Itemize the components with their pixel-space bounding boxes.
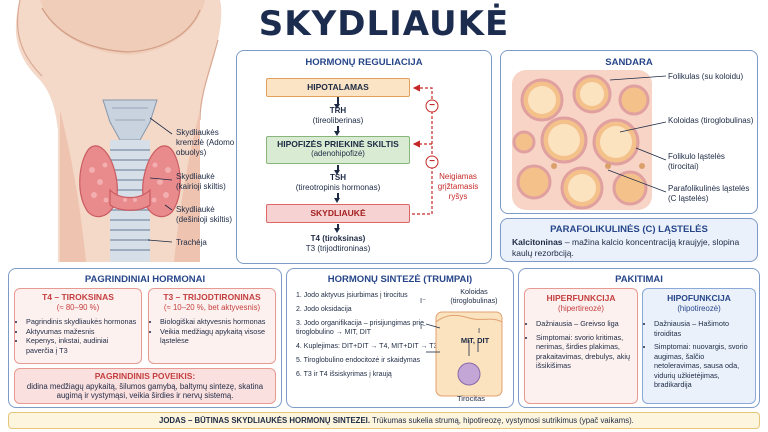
hypo-bullet: Simptomai: nuovargis, svorio augimas, ša… (654, 342, 751, 389)
hyper-title: HIPERFUNKCIJA (546, 293, 616, 303)
label-left-lobe: Skydliaukė (kairioji skiltis) (176, 172, 226, 191)
t4-bullet: Kepenys, inkstai, audiniai paverčia į T3 (26, 336, 137, 355)
hypo-title: HIPOFUNKCIJA (667, 293, 731, 303)
t3-bullet: Biologiškai aktyvesnis hormonas (160, 317, 271, 326)
minus-sign-1: − (429, 100, 435, 111)
synthesis-title: HORMONŲ SINTEZĖ (TRUMPAI) (327, 274, 473, 285)
effect-text: didina medžiagų apykaitą, šilumos gamybą… (26, 381, 264, 401)
t4-label: T4 (tiroksinas) (310, 234, 366, 243)
t4-bullet: Pagrindinis skydliaukės hormonas (26, 317, 137, 326)
structure-title: SANDARA (605, 57, 653, 68)
thyrocyte-label: Tirocitas (456, 394, 486, 403)
synthesis-step: 1. Jodo aktyvus įsiurbimas į tirocitus (296, 292, 408, 299)
hypo-bullet: Dažniausia – Hašimoto tiroiditas (654, 319, 751, 338)
parafollicular-panel (500, 218, 758, 262)
minus-sign-2: − (429, 156, 435, 167)
tsh-name: (tireotropinis hormonas) (295, 183, 381, 192)
effect-title: PAGRINDINIS POVEIKIS: (94, 371, 196, 381)
arrow (334, 126, 340, 136)
structure-leaders (607, 75, 667, 193)
label-right-lobe: Skydliaukė (dešinioji skiltis) (176, 205, 233, 224)
arrow (334, 97, 340, 109)
parafollicular-text: Kalcitoninas – mažina kalcio koncentraci… (512, 237, 752, 258)
t4-bullets: Pagrindinis skydliaukės hormonas Aktyvum… (15, 317, 141, 355)
t3-card: T3 – TRIJODTIRONINAS (≈ 10–20 %, bet akt… (148, 288, 276, 364)
feedback-loop (412, 84, 439, 215)
iodide-label-2: I⁻ (420, 322, 427, 331)
t4-title: T4 – TIROKSINAS (42, 292, 114, 302)
tsh-label: TSH (330, 173, 346, 182)
calcitonin-desc: – mažina kalcio koncentraciją kraujyje, … (512, 237, 740, 258)
page-title: SKYDLIAUKĖ (258, 4, 510, 44)
iodine-label: I (478, 326, 481, 335)
t3-bullets: Biologiškai aktyvesnis hormonas Veikia m… (149, 317, 275, 345)
t3-subtitle: (≈ 10–20 %, bet aktyvesnis) (163, 302, 261, 312)
thyrocyte-illustration (426, 311, 503, 397)
label-follicle-cells: Folikulo ląstelės (tirocitai) (668, 152, 725, 171)
label-parafollicular: Parafolikulinės ląstelės (C ląstelės) (668, 184, 750, 203)
hormones-title: PAGRINDINIAI HORMONAI (84, 274, 206, 285)
hyper-bullet: Dažniausia – Greivso liga (536, 319, 633, 328)
t3-label: T3 (trijodtironinas) (305, 244, 371, 253)
synthesis-step: 5. Tiroglobulino endocitozė ir skaidymas (296, 356, 421, 364)
synthesis-steps: 1. Jodo aktyvus įsiurbimas į tirocitus 2… (296, 292, 446, 385)
arrow (334, 224, 340, 233)
pituitary-box: HIPOFIZĖS PRIEKINĖ SKILTIS (adenohipofiz… (266, 136, 410, 164)
footer-text: Trūkumas sukelia strumą, hipotireozę, vy… (369, 416, 634, 425)
arrow (334, 165, 340, 175)
trh-label: TRH (329, 106, 347, 115)
hypothalamus-box: HIPOTALAMAS (266, 78, 410, 97)
t3-title: T3 – TRIJODTIRONINAS (163, 292, 261, 302)
colloid-label: Koloidas (tiroglobulinas) (450, 287, 498, 305)
thyroid-box: SKYDLIAUKĖ (266, 204, 410, 223)
mit-dit-label: MIT, DIT (460, 336, 490, 345)
synthesis-step: 6. T3 ir T4 išsiskyrimas į kraują (296, 370, 392, 378)
label-colloid: Koloidas (tiroglobulinas) (668, 116, 754, 125)
effect-card: PAGRINDINIS POVEIKIS: didina medžiagų ap… (14, 368, 276, 404)
hypo-bullets: Dažniausia – Hašimoto tiroiditas Simptom… (643, 319, 755, 389)
follicle-illustration (512, 70, 652, 210)
footer-bold: – BŪTINAS SKYDLIAUKĖS HORMONŲ SINTEZEI. (185, 416, 370, 425)
trh-name: (tireoliberinas) (312, 116, 364, 125)
disorders-title: PAKITIMAI (615, 274, 663, 285)
synthesis-step: 4. Kuplejimas: DIT+DIT → T4, MIT+DIT → T… (296, 342, 438, 350)
hyper-bullets: Dažniausia – Greivso liga Simptomai: svo… (525, 319, 637, 370)
hypo-subtitle: (hipotireozė) (677, 303, 721, 313)
pituitary-label: HIPOFIZĖS PRIEKINĖ SKILTIS (277, 139, 399, 149)
synthesis-step: 3. Jodo organifikacija – prisijungimas p… (296, 319, 425, 336)
regulation-title: HORMONŲ REGULIACIJA (305, 57, 423, 68)
arrow (334, 193, 340, 203)
t4-subtitle: (≈ 80–90 %) (56, 302, 100, 312)
label-trachea: Trachėja (176, 238, 207, 247)
label-follicle: Folikulas (su koloidu) (668, 72, 744, 81)
t4-card: T4 – TIROKSINAS (≈ 80–90 %) Pagrindinis … (14, 288, 142, 364)
hypo-card: HIPOFUNKCIJA (hipotireozė) Dažniausia – … (642, 288, 756, 404)
pituitary-sub: (adenohipofizė) (311, 149, 365, 159)
hyper-subtitle: (hipertireozė) (558, 303, 604, 313)
iodide-label-1: I⁻ (420, 296, 427, 305)
hyper-bullet: Simptomai: svorio kritimas, nerimas, šir… (536, 333, 633, 371)
footer-banner: JODAS – BŪTINAS SKYDLIAUKĖS HORMONŲ SINT… (8, 412, 760, 429)
feedback-label: Neigiamas grįžtamasis ryšys (437, 172, 479, 201)
label-cartilage: Skydliaukės kremzlė (Adomo obuolys) (176, 128, 235, 157)
calcitonin-term: Kalcitoninas (512, 237, 563, 247)
t3-bullet: Veikia medžiagų apykaitą visose ląstelės… (160, 327, 271, 346)
synthesis-step: 2. Jodo oksidacija (296, 305, 352, 313)
t4-bullet: Aktyvumas mažesnis (26, 327, 137, 336)
hyper-card: HIPERFUNKCIJA (hipertireozė) Dažniausia … (524, 288, 638, 404)
neck-illustration (15, 0, 222, 262)
parafollicular-title: PARAFOLIKULINĖS (C) LĄSTELĖS (550, 224, 708, 235)
footer-term: JODAS (159, 416, 186, 425)
